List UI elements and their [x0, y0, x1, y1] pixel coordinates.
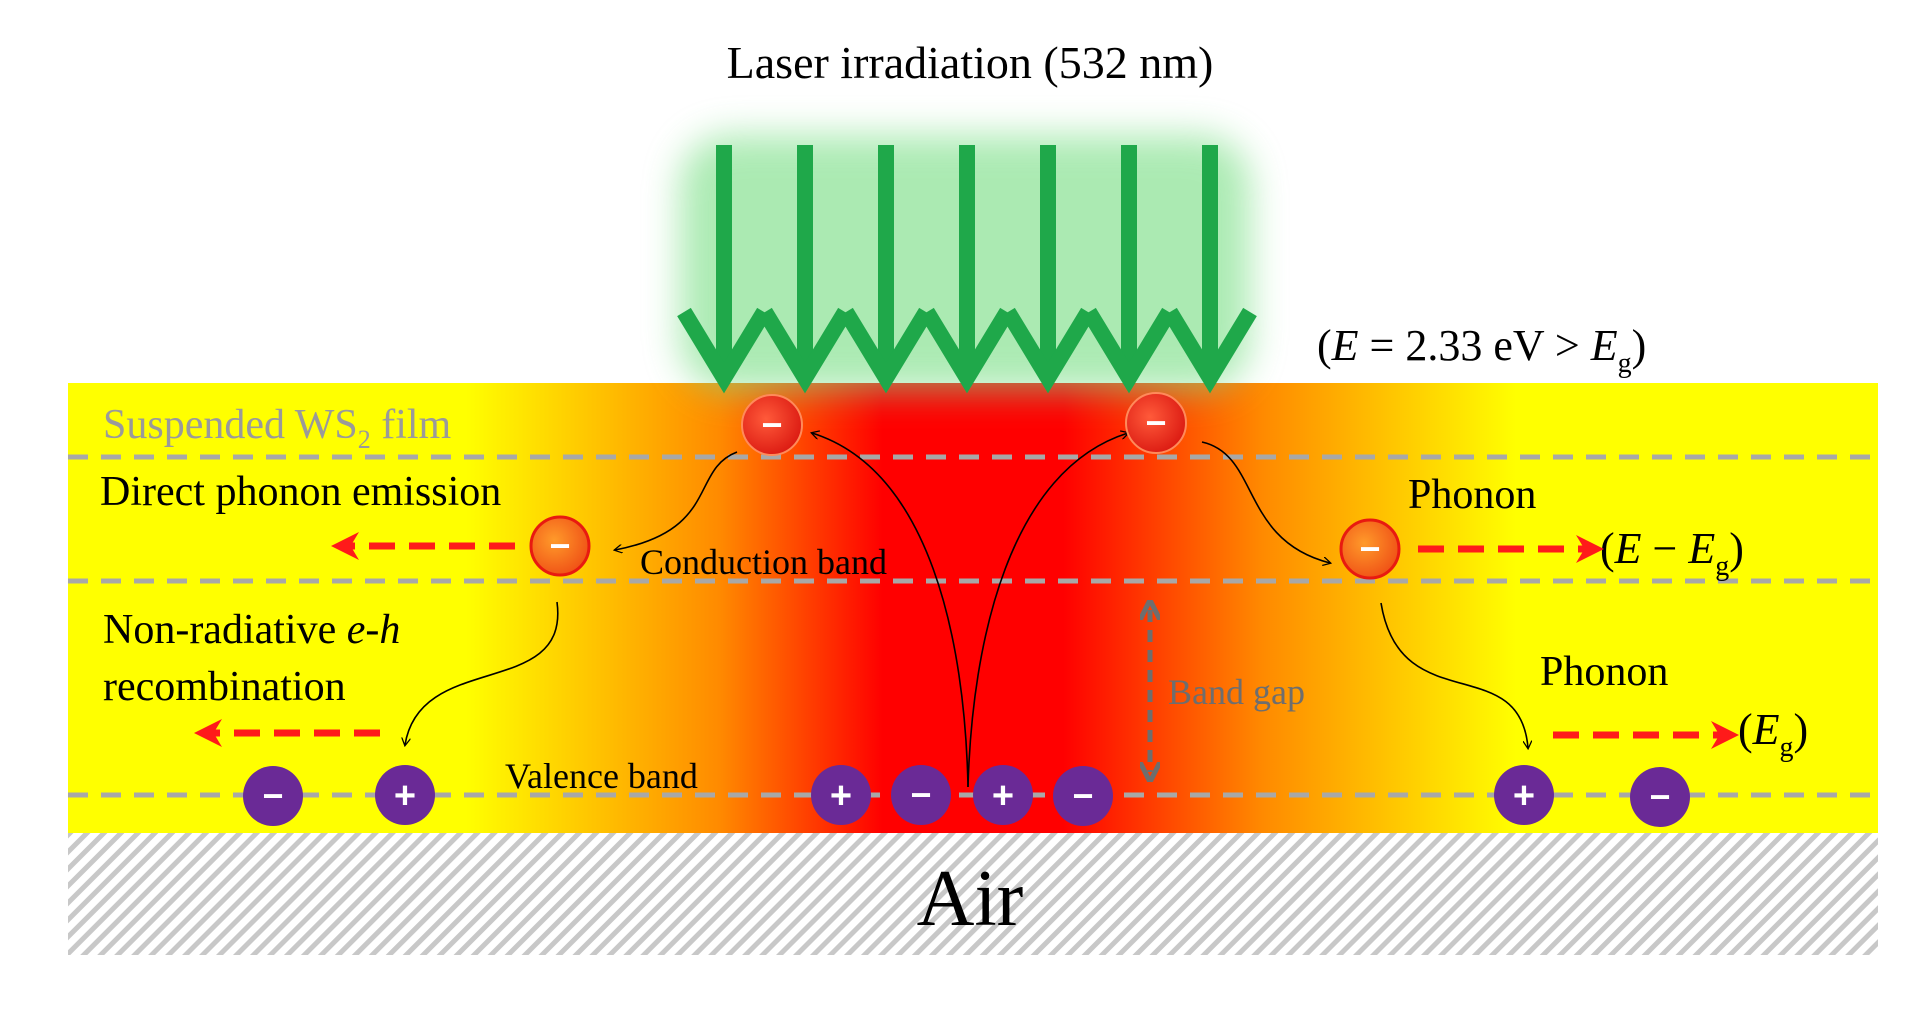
electron-sign: −	[549, 525, 570, 566]
laser-arrow-head	[839, 307, 933, 394]
particle-sign: −	[910, 774, 931, 815]
particle-sign: +	[992, 775, 1014, 817]
energy-condition-close: )	[1632, 321, 1647, 370]
direct-phonon-label: Direct phonon emission	[100, 469, 501, 515]
relax-arrow-left	[615, 451, 738, 550]
valence-minus-left: −	[243, 766, 303, 826]
energy-condition-Eg-sub: g	[1618, 348, 1632, 379]
particle-sign: +	[1513, 775, 1535, 817]
energy-condition-E: E	[1331, 321, 1359, 370]
laser-beam	[677, 135, 1257, 394]
energy-1-Eg: E	[1687, 524, 1715, 573]
air-region	[68, 833, 1878, 955]
energy-2-Eg: E	[1752, 705, 1780, 754]
film-label-sub: 2	[358, 425, 371, 454]
conduction-band-label: Conduction band	[640, 542, 887, 582]
energy-condition-middle: = 2.33 eV >	[1359, 321, 1591, 370]
laser-arrow-head	[1001, 307, 1095, 394]
particle-sign: +	[394, 775, 416, 817]
electron-sign: −	[1359, 528, 1380, 569]
electron-excited-left: −	[741, 394, 803, 456]
excitation-arrow-left	[812, 433, 969, 788]
valence-plus-center-1: +	[811, 765, 871, 825]
electron-sign: −	[1145, 402, 1166, 443]
eh-text: e-h	[347, 607, 401, 653]
laser-arrow-head	[920, 307, 1014, 394]
nonradiative-label-line1: Non-radiative e-h	[103, 607, 400, 653]
electron-excited-right: −	[1125, 392, 1187, 454]
valence-minus-center-2: −	[1053, 766, 1113, 826]
band-gap-label: Band gap	[1168, 672, 1305, 712]
energy-2-close: )	[1794, 705, 1809, 754]
recombination-arrow-left	[405, 601, 559, 745]
energy-1-open: (	[1600, 524, 1615, 573]
recombination-arrow-right	[1380, 602, 1528, 748]
energy-2-open: (	[1738, 705, 1753, 754]
valence-minus-right: −	[1630, 767, 1690, 827]
particle-sign: −	[262, 775, 283, 816]
particle-sign: +	[830, 775, 852, 817]
laser-arrow-head	[677, 307, 771, 394]
energy-1-close: )	[1729, 524, 1744, 573]
excitation-arrow-right	[967, 433, 1128, 788]
valence-minus-center-1: −	[891, 765, 951, 825]
transition-arrows	[405, 433, 1528, 788]
energy-condition: (E = 2.33 eV > Eg)	[1317, 321, 1646, 379]
valence-plus-left: +	[375, 765, 435, 825]
valence-band-label: Valence band	[505, 756, 698, 796]
electron-conduction-right: −	[1339, 518, 1401, 580]
electron-conduction-left: −	[529, 515, 591, 577]
nonradiative-label-line2: recombination	[103, 664, 346, 710]
particles: − − − − − + + −	[243, 392, 1690, 827]
energy-1-Eg-sub: g	[1715, 551, 1729, 582]
energy-condition-Eg: E	[1590, 321, 1618, 370]
energy-1-E: E	[1614, 524, 1642, 573]
laser-arrow-head	[758, 307, 852, 394]
film-label: Suspended WS2 film	[103, 402, 452, 454]
laser-arrow-head	[1163, 307, 1257, 394]
phonon-arrows	[194, 532, 1739, 749]
laser-arrow-head	[1082, 307, 1176, 394]
phonon-label-2: Phonon	[1540, 649, 1668, 695]
film-label-suffix: film	[371, 402, 452, 448]
film-label-prefix: Suspended WS	[103, 402, 358, 448]
electron-sign: −	[761, 404, 782, 445]
relax-arrow-right	[1201, 441, 1330, 563]
valence-plus-center-2: +	[973, 765, 1033, 825]
air-label: Air	[917, 855, 1024, 943]
laser-title: Laser irradiation (532 nm)	[727, 37, 1214, 88]
valence-plus-right: +	[1494, 765, 1554, 825]
energy-condition-open: (	[1317, 321, 1332, 370]
nonradiative-text: Non-radiative	[103, 607, 347, 653]
phonon-label-1: Phonon	[1408, 472, 1536, 518]
particle-sign: −	[1072, 775, 1093, 816]
energy-label-1: (E − Eg)	[1600, 524, 1744, 582]
energy-2-Eg-sub: g	[1780, 732, 1794, 763]
energy-label-2: (Eg)	[1738, 705, 1808, 763]
particle-sign: −	[1649, 776, 1670, 817]
energy-1-minus: −	[1642, 524, 1689, 573]
laser-arrows	[677, 145, 1257, 394]
